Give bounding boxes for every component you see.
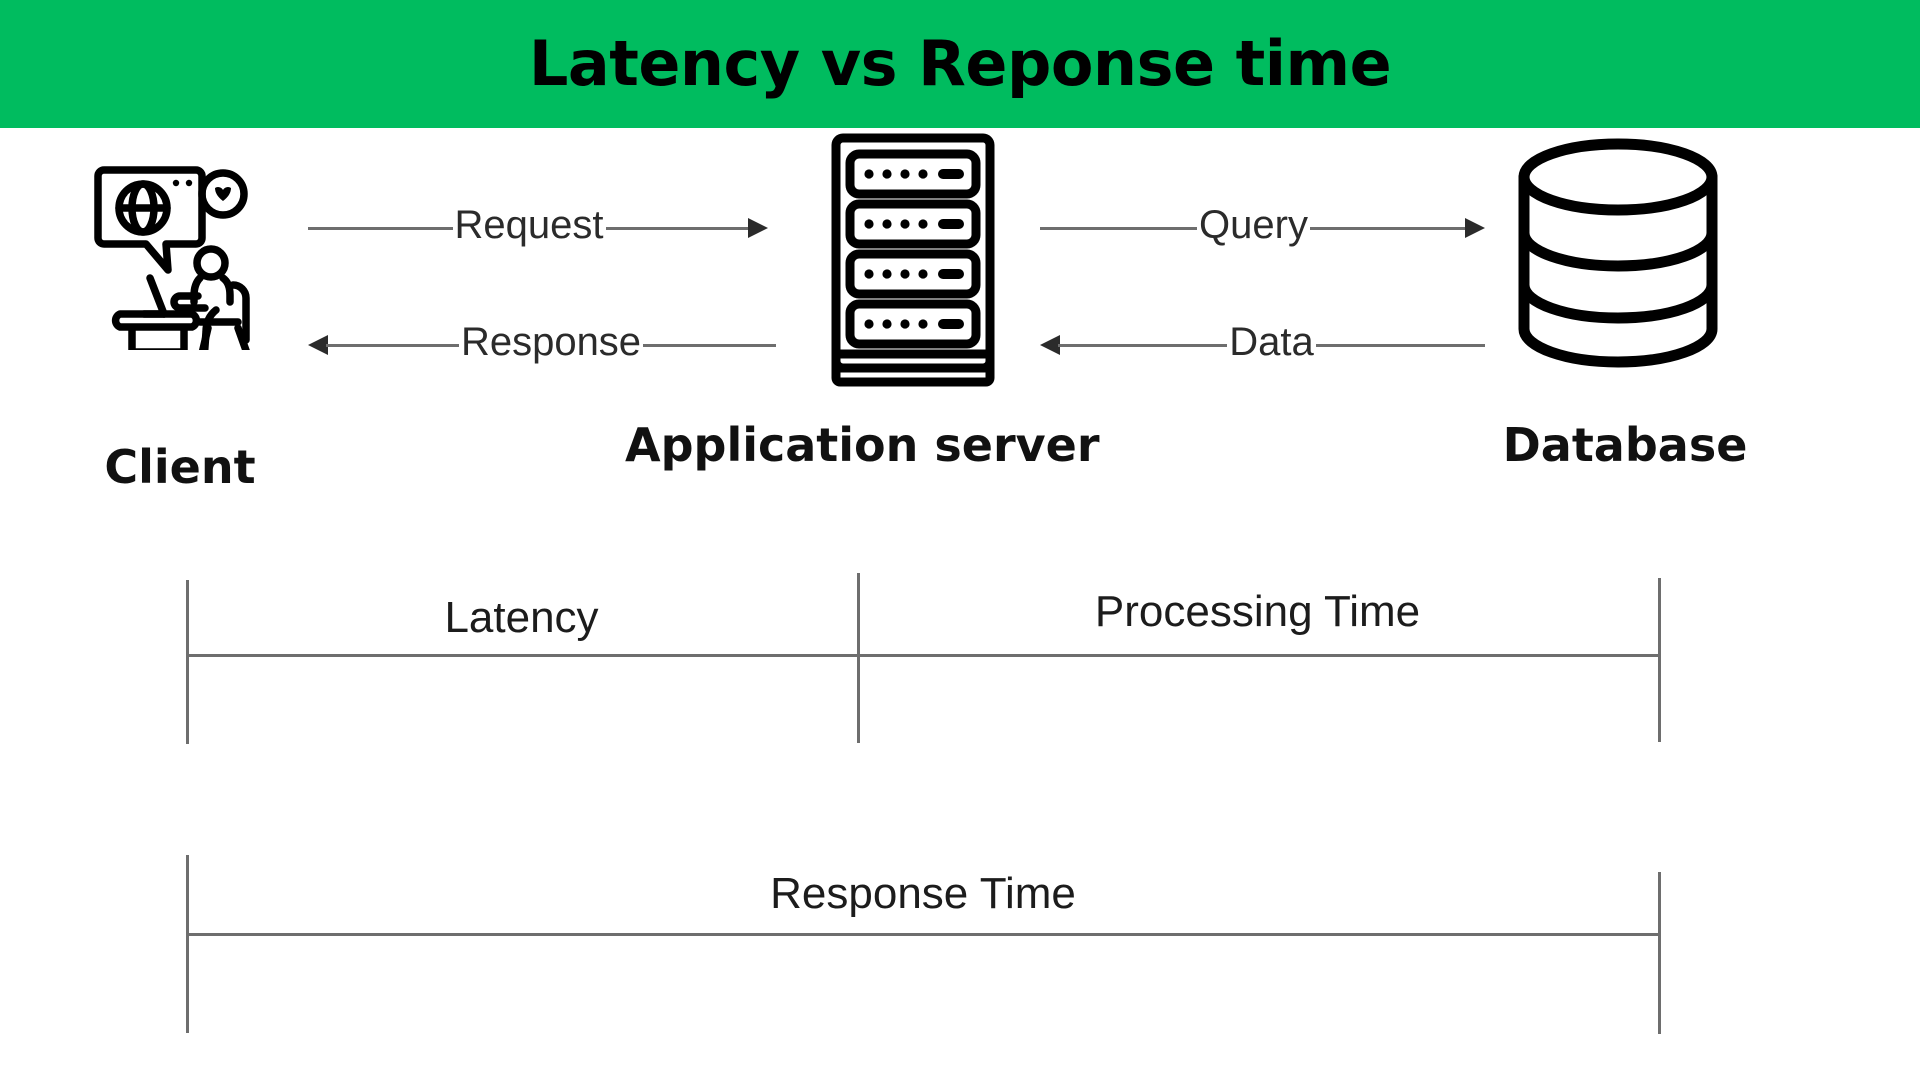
arrow-line-right (605, 226, 751, 230)
timeline-rule-split (186, 654, 1660, 657)
timeline-label-latency: Latency (444, 593, 599, 642)
timeline-rule-total (186, 933, 1660, 936)
arrow-line-left (1058, 343, 1228, 347)
timeline-tick-end (1658, 578, 1661, 742)
client-icon (88, 150, 278, 366)
flow-arrow-request: Request (308, 203, 769, 248)
flow-label-request: Request (454, 203, 604, 247)
total-tick-start (186, 855, 189, 1033)
arrowhead-left-icon (1040, 335, 1060, 355)
total-tick-end (1658, 872, 1661, 1034)
arrow-line-left (326, 343, 459, 347)
arrowhead-right-icon (1465, 218, 1485, 238)
page-title: Latency vs Reponse time (528, 27, 1392, 100)
flow-label-query: Query (1199, 203, 1308, 247)
flow-arrow-response: Response (308, 320, 776, 365)
arrow-line-right (643, 343, 776, 347)
arrowhead-right-icon (748, 218, 769, 238)
timeline-label-processing-time: Processing Time (1094, 587, 1421, 636)
flow-arrow-data: Data (1040, 320, 1485, 365)
arrow-line-left (1040, 226, 1198, 230)
flow-label-response: Response (460, 320, 642, 364)
timeline-label-response-time: Response Time (770, 869, 1076, 918)
node-label-application-server: Application server (625, 418, 1100, 472)
node-label-client: Client (104, 440, 256, 494)
database-icon (1512, 135, 1724, 375)
arrowhead-left-icon (308, 335, 328, 355)
flow-arrow-query: Query (1040, 203, 1485, 248)
node-label-database: Database (1502, 418, 1748, 472)
timeline-tick-start (186, 580, 189, 744)
arrow-line-left (308, 226, 453, 230)
arrow-line-right (1315, 343, 1485, 347)
server-rack-icon (828, 132, 998, 390)
timeline-tick-middle (857, 573, 860, 743)
flow-label-data: Data (1229, 320, 1314, 364)
arrow-line-right (1309, 226, 1467, 230)
header-banner: Latency vs Reponse time (0, 0, 1920, 128)
